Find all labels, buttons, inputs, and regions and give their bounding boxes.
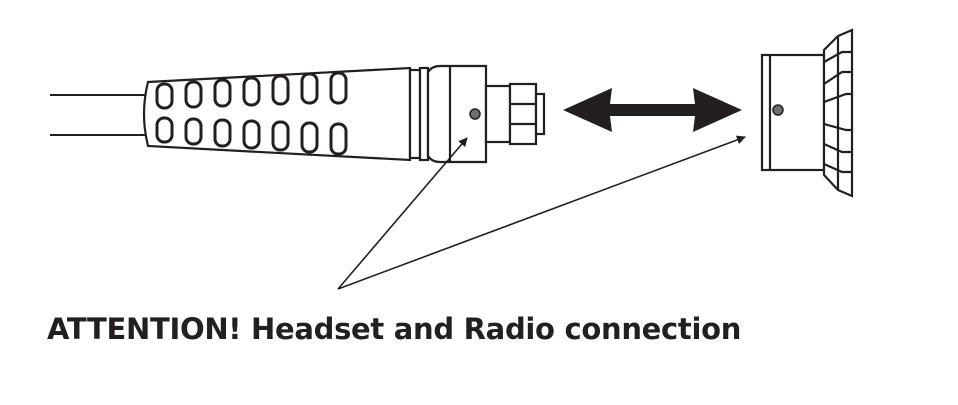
cable <box>50 94 148 136</box>
double-headed-arrow-icon <box>563 88 742 132</box>
socket-alignment-dot-icon <box>772 104 784 116</box>
grip-slots <box>155 71 348 156</box>
headset-plug-icon <box>142 64 546 164</box>
attention-caption: ATTENTION! Headset and Radio connection <box>47 312 742 346</box>
pointer-arrow-to-socket-icon <box>337 135 746 290</box>
plug-alignment-dot-icon <box>469 108 481 120</box>
pointer-arrow-to-plug-icon <box>337 137 468 290</box>
pointer-arrows <box>337 135 746 290</box>
radio-socket-icon <box>760 28 854 198</box>
